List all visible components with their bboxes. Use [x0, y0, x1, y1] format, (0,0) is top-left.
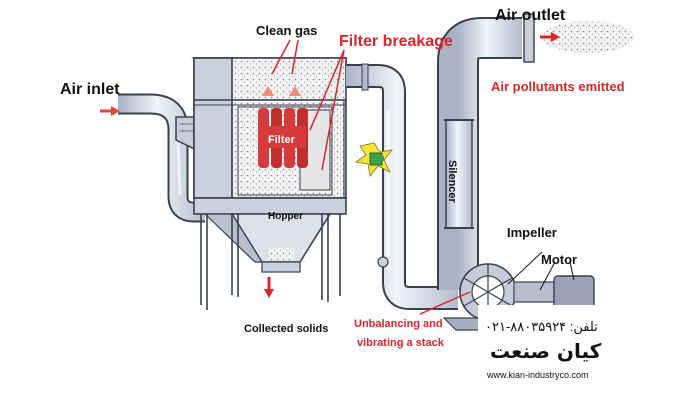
warning-icon — [354, 142, 393, 177]
unbalancing-label-line2: vibrating a stack — [357, 337, 444, 349]
air-outlet-label: Air outlet — [495, 7, 566, 24]
silencer-label: Silencer — [446, 160, 458, 203]
clean-gas-arrows — [262, 39, 301, 96]
air-inlet-label: Air inlet — [60, 81, 120, 98]
pollutant-cloud — [540, 21, 634, 53]
filter-bags — [258, 108, 308, 168]
logo-phone: تلفن: ۸۸۰۳۵۹۲۴-۰۲۱ — [485, 319, 598, 334]
collected-solids-label: Collected solids — [244, 323, 329, 335]
unbalancing-label-line1: Unbalancing and — [354, 318, 443, 330]
solids-arrow — [264, 277, 274, 298]
impeller-label: Impeller — [507, 225, 557, 240]
silencer-stack — [437, 13, 535, 290]
inlet-arrow — [100, 106, 120, 116]
motor-label: Motor — [541, 252, 578, 267]
support-legs — [200, 214, 341, 310]
logo-website: www.kian-industryco.com — [487, 370, 589, 380]
logo-background — [478, 305, 700, 400]
air-pollutants-label: Air pollutants emitted — [491, 79, 625, 94]
clean-gas-label: Clean gas — [256, 23, 318, 38]
filter-breakage-label: Filter breakage — [339, 33, 453, 50]
unbalancing-pointer — [419, 291, 471, 315]
outlet-duct — [346, 63, 458, 310]
hopper-label: Hopper — [268, 211, 303, 222]
filter-breakage-pointers — [309, 49, 345, 171]
filter-label: Filter — [268, 134, 295, 146]
logo-brand: کیان صنعت — [490, 339, 602, 363]
